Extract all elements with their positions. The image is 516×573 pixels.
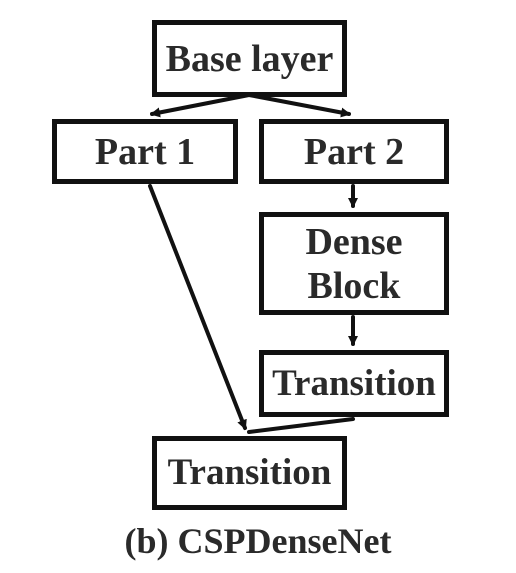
edge-base-to-part2 (247, 93, 351, 118)
part-1-label: Part 1 (94, 130, 196, 173)
edge-base-to-part1 (150, 93, 251, 118)
edge-part1-to-final-transition (148, 184, 247, 430)
base-layer-label: Base layer (165, 37, 334, 80)
part-2-label: Part 2 (303, 130, 405, 173)
transition-node-inner: Transition (259, 350, 449, 417)
transition-node-final: Transition (152, 436, 347, 510)
figure-caption: (b) CSPDenseNet (124, 521, 392, 561)
base-layer-node: Base layer (152, 20, 347, 97)
part-2-node: Part 2 (259, 119, 449, 184)
dense-block-label-line-1: Dense (305, 220, 403, 263)
part-1-node: Part 1 (52, 119, 238, 184)
transition-inner-label: Transition (272, 362, 436, 404)
edge-transition-merge (247, 417, 355, 434)
dense-block-node: Dense Block (259, 212, 449, 315)
transition-final-label: Transition (167, 452, 332, 493)
dense-block-label-line-2: Block (307, 264, 401, 307)
